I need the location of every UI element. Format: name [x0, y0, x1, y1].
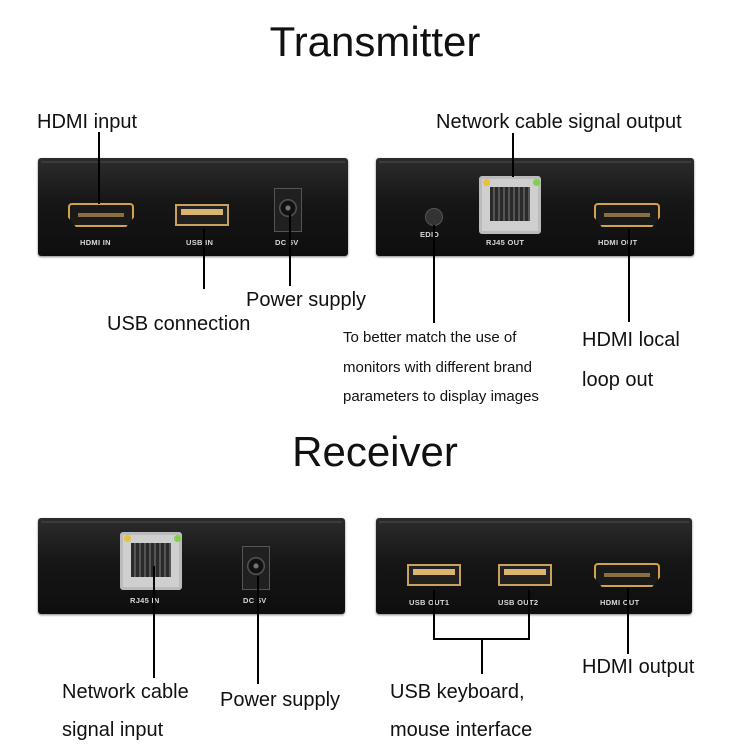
usb-in-port	[175, 204, 229, 226]
edid-button	[425, 208, 443, 226]
transmitter-left-panel: HDMI IN USB IN DC 5V	[38, 158, 348, 256]
hdmi-loop-label-line2: loop out	[582, 369, 654, 391]
network-output-leader	[512, 133, 514, 177]
power-supply-label: Power supply	[246, 289, 367, 311]
usb-keyboard-label-line2: mouse interface	[390, 719, 533, 741]
hdmi-input-leader	[98, 132, 100, 204]
hdmi-output-label: HDMI output	[582, 656, 695, 678]
usb-out2-port-label: USB OUT2	[498, 598, 539, 607]
edid-note-line1: To better match the use of	[343, 329, 517, 346]
receiver-hdmi-out-port-label: HDMI OUT	[600, 598, 640, 607]
receiver-title: Receiver	[292, 428, 458, 475]
receiver-dc-5v-port	[242, 546, 270, 590]
hdmi-out-port	[594, 203, 660, 227]
edid-button-label: EDID	[420, 230, 440, 239]
usb-out1-port-label: USB OUT1	[409, 598, 450, 607]
receiver-left-panel: RJ45 IN DC 5V	[38, 518, 345, 614]
rj45-in-port-label: RJ45 IN	[130, 596, 160, 605]
receiver-power-leader	[257, 576, 259, 684]
hdmi-out-port-label: HDMI OUT	[598, 238, 638, 247]
usb-bracket-left	[433, 590, 435, 640]
usb-connection-label: USB connection	[107, 313, 251, 335]
hdmi-loop-leader	[628, 229, 630, 322]
usb-out2-port	[498, 564, 552, 586]
hdmi-in-port	[68, 203, 134, 227]
edid-note-line2: monitors with different brand	[343, 359, 532, 376]
usb-bracket-stem	[481, 638, 483, 674]
dc-5v-port	[274, 188, 302, 232]
transmitter-title: Transmitter	[269, 18, 481, 65]
usb-in-port-label: USB IN	[186, 238, 214, 247]
rj45-out-led-yellow	[483, 179, 490, 186]
hdmi-output-leader	[627, 588, 629, 654]
usb-connection-leader	[203, 229, 205, 289]
rj45-out-port	[479, 176, 541, 234]
usb-keyboard-label-line1: USB keyboard,	[390, 681, 525, 703]
receiver-right-panel: USB OUT1 USB OUT2 HDMI OUT	[376, 518, 692, 614]
usb-bracket-right	[528, 590, 530, 640]
power-supply-leader	[289, 214, 291, 286]
transmitter-right-panel: EDID RJ45 OUT HDMI OUT	[376, 158, 694, 256]
receiver-hdmi-out-port	[594, 563, 660, 587]
rj45-in-led-yellow	[124, 535, 131, 542]
rj45-out-port-label: RJ45 OUT	[486, 238, 525, 247]
rj45-in-port	[120, 532, 182, 590]
rj45-out-led-green	[533, 179, 540, 186]
rj45-in-led-green	[174, 535, 181, 542]
network-output-label: Network cable signal output	[436, 111, 682, 133]
edid-leader	[433, 225, 435, 323]
receiver-power-label: Power supply	[220, 689, 341, 711]
dc-5v-port-label: DC 5V	[275, 238, 299, 247]
hdmi-in-port-label: HDMI IN	[80, 238, 111, 247]
receiver-dc-5v-port-label: DC 5V	[243, 596, 267, 605]
hdmi-input-label: HDMI input	[37, 111, 138, 133]
network-input-label-line1: Network cable	[62, 681, 189, 703]
usb-out1-port	[407, 564, 461, 586]
network-input-label-line2: signal input	[62, 719, 164, 741]
edid-note-line3: parameters to display images	[343, 388, 539, 405]
hdmi-loop-label-line1: HDMI local	[582, 329, 680, 351]
network-input-leader	[153, 566, 155, 678]
